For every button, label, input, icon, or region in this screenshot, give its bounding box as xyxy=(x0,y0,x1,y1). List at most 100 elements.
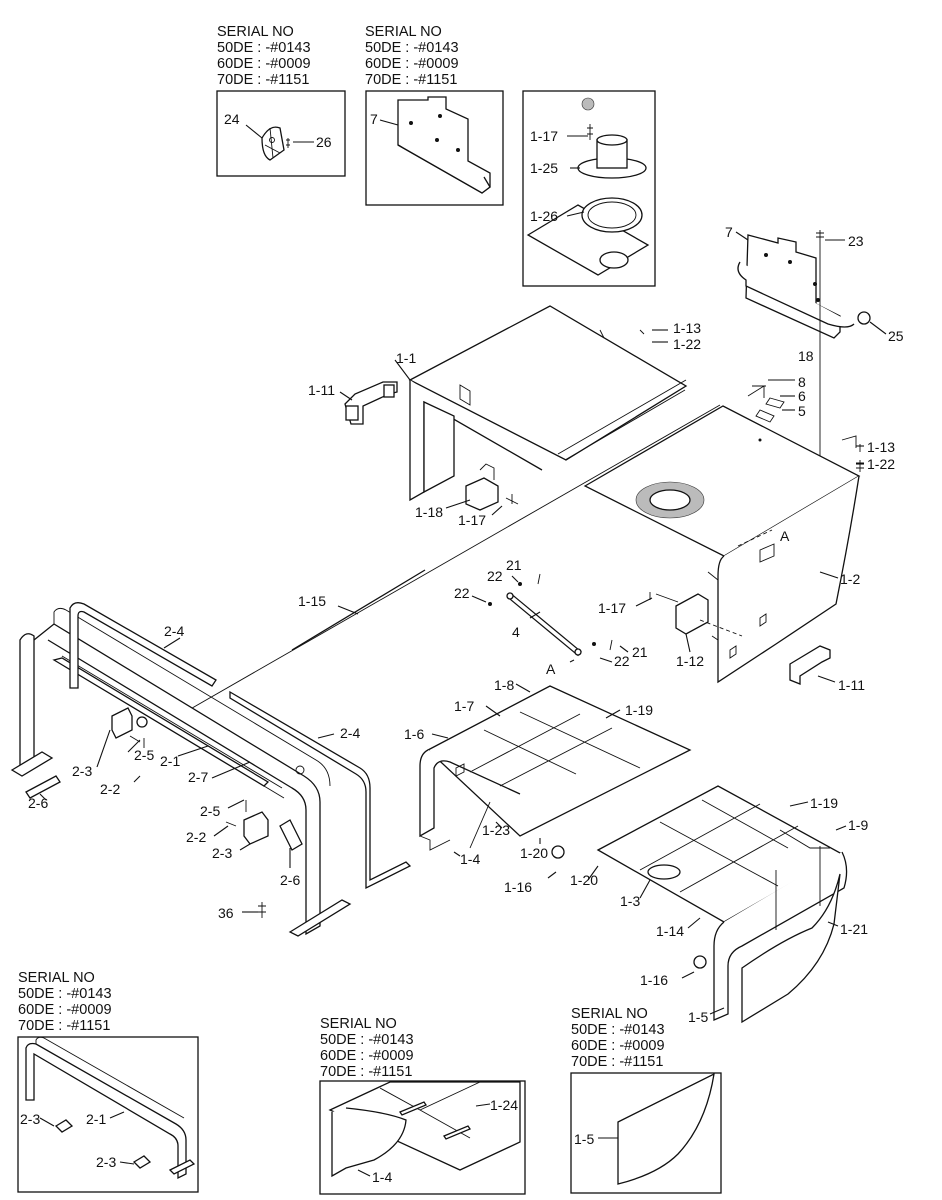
inset-side-plate-1-5-drawing xyxy=(598,1072,715,1185)
part-label: 1-20 xyxy=(570,872,598,888)
serial-block-bottom-mid: SERIAL NO 50DE : -#0143 60DE : -#0009 70… xyxy=(320,1016,414,1080)
plate-7-right-drawing xyxy=(735,230,887,478)
part-label: 1-16 xyxy=(504,879,532,895)
part-label: 6 xyxy=(798,388,806,404)
part-label: 25 xyxy=(888,328,904,344)
handle-1-11-lower-drawing xyxy=(789,645,836,685)
part-label: 1-24 xyxy=(490,1097,518,1113)
part-label: 1-17 xyxy=(458,512,486,528)
part-label: 7 xyxy=(370,111,378,127)
part-label: 5 xyxy=(798,403,806,419)
serial-block-bottom-left: SERIAL NO 50DE : -#0143 60DE : -#0009 70… xyxy=(18,970,112,1034)
part-label: 1-22 xyxy=(867,456,895,472)
part-label: 1-7 xyxy=(454,698,474,714)
part-label: 1-17 xyxy=(530,128,558,144)
part-label: 36 xyxy=(218,905,234,921)
inset-frame-2-1-drawing xyxy=(25,1036,196,1180)
serial-row: 70DE : -#1151 xyxy=(571,1054,663,1070)
serial-title: SERIAL NO xyxy=(18,970,95,986)
part-label: 22 xyxy=(454,585,470,601)
handle-1-11-upper-drawing xyxy=(339,381,398,425)
part-label: 1-13 xyxy=(673,320,701,336)
serial-block-bottom-right: SERIAL NO 50DE : -#0143 60DE : -#0009 70… xyxy=(571,1006,665,1070)
part-label: 2-2 xyxy=(100,781,120,797)
hood-cover-1-1-drawing xyxy=(394,305,688,502)
part-label: 2-3 xyxy=(72,763,92,779)
part-label: A xyxy=(546,661,556,677)
part-label: 1-26 xyxy=(530,208,558,224)
part-label: 1-8 xyxy=(494,677,514,693)
part-label: 1-19 xyxy=(810,795,838,811)
part-label: 1-20 xyxy=(520,845,548,861)
serial-title: SERIAL NO xyxy=(320,1016,397,1032)
part-label: 1-11 xyxy=(838,677,865,693)
part-label: 8 xyxy=(798,374,806,390)
serial-row: 70DE : -#1151 xyxy=(365,72,457,88)
part-label: 1-3 xyxy=(620,893,640,909)
part-label: 1-11 xyxy=(308,382,335,398)
part-label: 2-6 xyxy=(28,795,48,811)
part-label: 1-14 xyxy=(656,923,684,939)
gas-spring-4-drawing xyxy=(471,573,629,663)
part-label: 1-9 xyxy=(848,817,868,833)
serial-row: 60DE : -#0009 xyxy=(217,56,311,72)
serial-title: SERIAL NO xyxy=(217,24,294,40)
part-label: 1-6 xyxy=(404,726,424,742)
part-label: 2-4 xyxy=(164,623,184,639)
serial-row: 50DE : -#0143 xyxy=(365,40,459,56)
part-label: 1-13 xyxy=(867,439,895,455)
part-label: 2-7 xyxy=(188,769,208,785)
inset-floor-1-24-drawing xyxy=(328,1081,521,1178)
guard-frame-2-1-drawing xyxy=(10,607,352,937)
serial-row: 50DE : -#0143 xyxy=(217,40,311,56)
main-hood-1-2-drawing xyxy=(583,379,864,684)
bracket-24-drawing xyxy=(245,124,314,161)
part-label: 2-2 xyxy=(186,829,206,845)
serial-row: 60DE : -#0009 xyxy=(365,56,459,72)
part-label: 2-3 xyxy=(96,1154,116,1170)
part-label: 2-4 xyxy=(340,725,360,741)
part-label: 2-3 xyxy=(212,845,232,861)
rod-1-15-drawing xyxy=(179,404,721,716)
part-label: 24 xyxy=(224,111,240,127)
part-label: 18 xyxy=(798,348,814,364)
latch-1-12-drawing xyxy=(635,592,743,653)
part-label: 1-4 xyxy=(372,1169,392,1185)
part-label: 1-5 xyxy=(574,1131,594,1147)
part-label: 1-25 xyxy=(530,160,558,176)
serial-row: 60DE : -#0009 xyxy=(320,1048,414,1064)
part-label: 4 xyxy=(512,624,520,640)
part-label: 1-22 xyxy=(673,336,701,352)
guard-bar-2-4-left-drawing xyxy=(69,602,217,689)
part-label: 2-5 xyxy=(200,803,220,819)
latch-1-18-drawing xyxy=(445,463,519,516)
part-label: 1-17 xyxy=(598,600,626,616)
part-label: 23 xyxy=(848,233,864,249)
part-label: 2-6 xyxy=(280,872,300,888)
part-label: 1-2 xyxy=(840,571,860,587)
serial-row: 70DE : -#1151 xyxy=(18,1018,110,1034)
part-label: 1-23 xyxy=(482,822,510,838)
part-label: 1-18 xyxy=(415,504,443,520)
part-label: 1-16 xyxy=(640,972,668,988)
part-label: 2-1 xyxy=(86,1111,106,1127)
serial-row: 50DE : -#0143 xyxy=(18,986,112,1002)
part-label: 2-5 xyxy=(134,747,154,763)
part-label: 2-1 xyxy=(160,753,180,769)
part-label: 21 xyxy=(632,644,648,660)
floor-plate-left-drawing xyxy=(419,683,692,879)
serial-title: SERIAL NO xyxy=(365,24,442,40)
part-label: 1-5 xyxy=(688,1009,708,1025)
part-label: 22 xyxy=(614,653,630,669)
fuel-cap-detail-drawing xyxy=(526,97,650,276)
part-label: 1-1 xyxy=(396,350,416,366)
serial-row: 70DE : -#1151 xyxy=(217,72,309,88)
part-label: 1-21 xyxy=(840,921,868,937)
guard-fittings-drawing xyxy=(25,707,305,918)
part-label: 7 xyxy=(725,224,733,240)
part-label: 26 xyxy=(316,134,332,150)
floor-plate-right-drawing xyxy=(587,785,848,1024)
part-label: 22 xyxy=(487,568,503,584)
part-label: 2-3 xyxy=(20,1111,40,1127)
